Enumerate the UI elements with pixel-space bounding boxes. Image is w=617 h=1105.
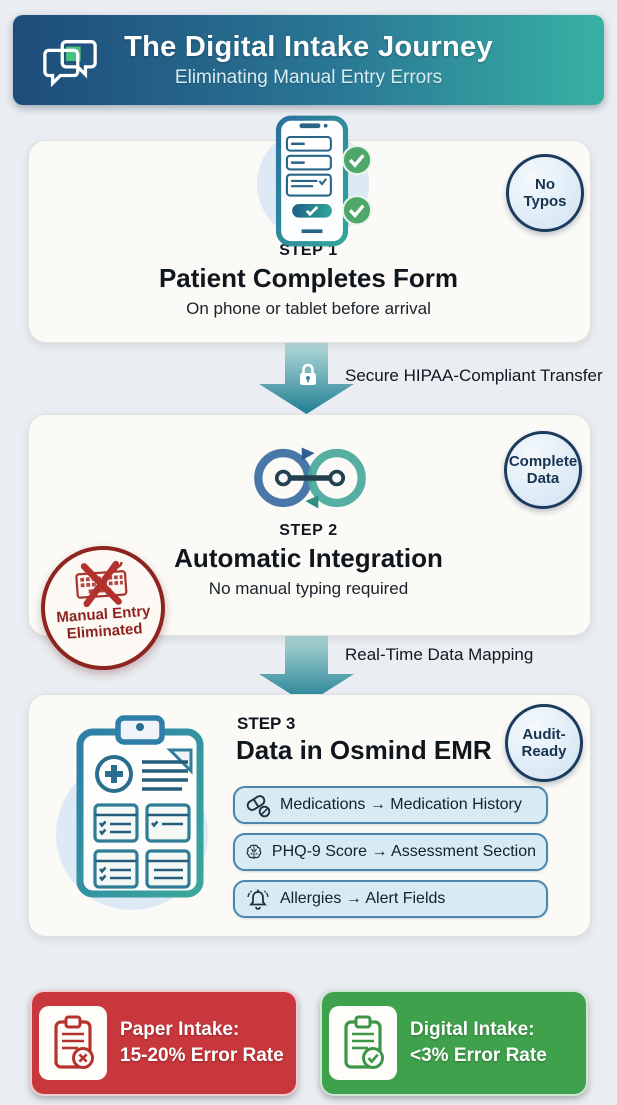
no-typos-line2: Typos: [523, 193, 567, 210]
step1-text-block: STEP 1 Patient Completes Form On phone o…: [0, 242, 617, 319]
paper-intake-text: Paper Intake: 15-20% Error Rate: [120, 1017, 284, 1069]
step3-label: STEP 3: [237, 714, 296, 733]
no-typos-line1: No: [535, 176, 555, 193]
paper-intake-line2: 15-20% Error Rate: [120, 1045, 284, 1066]
complete-data-line1: Complete: [508, 453, 578, 470]
phone-form-icon: [270, 114, 375, 255]
eliminated-label: Manual Entry Eliminated: [56, 603, 152, 643]
step2-text-block: STEP 2 Automatic Integration No manual t…: [0, 522, 617, 599]
mapping-label: Medications → Medication History: [280, 796, 522, 813]
page-title: The Digital Intake Journey: [124, 31, 493, 63]
step2-subtitle: No manual typing required: [208, 579, 409, 598]
page-subtitle: Eliminating Manual Entry Errors: [174, 67, 443, 88]
mapping-row-phq9: PHQ-9 Score → Assessment Section: [233, 833, 548, 871]
connector1-label: Secure HIPAA-Compliant Transfer: [345, 366, 603, 385]
error-rate-comparison: Paper Intake: 15-20% Error Rate Digital …: [30, 990, 588, 1096]
connector2-label: Real-Time Data Mapping: [345, 645, 534, 664]
pill-icon: [246, 795, 271, 818]
step1-title: Patient Completes Form: [158, 263, 459, 293]
data-mapping-list: Medications → Medication History PHQ-9 S…: [233, 786, 548, 918]
brain-icon: [246, 844, 262, 859]
mapping-row-allergies: Allergies → Alert Fields: [233, 880, 548, 918]
step2-title: Automatic Integration: [174, 543, 443, 573]
digital-intake-line2: <3% Error Rate: [410, 1045, 547, 1066]
clipboard-x-icon: [39, 1006, 107, 1080]
clipboard-check-icon: [329, 1006, 397, 1080]
header-banner: The Digital Intake Journey Eliminating M…: [13, 15, 604, 105]
flow-arrow-down-2: [259, 626, 354, 704]
complete-data-badge: Complete Data: [504, 431, 582, 509]
bell-icon: [247, 889, 269, 910]
step2-label: STEP 2: [279, 522, 338, 539]
audit-ready-line1: Audit-: [522, 726, 566, 743]
complete-data-line2: Data: [526, 470, 560, 487]
audit-ready-badge: Audit- Ready: [505, 704, 583, 782]
digital-intake-stat: Digital Intake: <3% Error Rate: [320, 990, 588, 1096]
manual-entry-eliminated-badge: Manual Entry Eliminated: [36, 541, 170, 675]
lock-icon: [297, 362, 319, 393]
mapping-label: Allergies → Alert Fields: [280, 890, 446, 907]
digital-intake-line1: Digital Intake:: [410, 1019, 535, 1040]
mapping-row-medications: Medications → Medication History: [233, 786, 548, 824]
step3-title: Data in Osmind EMR: [236, 735, 492, 765]
no-typos-badge: No Typos: [506, 154, 584, 232]
medical-clipboard-icon: [70, 710, 210, 907]
chat-bubbles-icon: [41, 37, 99, 92]
mapping-label: PHQ-9 Score → Assessment Section: [271, 843, 536, 860]
paper-intake-stat: Paper Intake: 15-20% Error Rate: [30, 990, 298, 1096]
paper-intake-line1: Paper Intake:: [120, 1019, 240, 1040]
audit-ready-line2: Ready: [521, 743, 567, 760]
integration-loops-icon: [250, 438, 370, 523]
digital-intake-text: Digital Intake: <3% Error Rate: [410, 1017, 547, 1069]
keyboard-crossed-icon: [75, 560, 128, 608]
step1-subtitle: On phone or tablet before arrival: [186, 299, 431, 318]
